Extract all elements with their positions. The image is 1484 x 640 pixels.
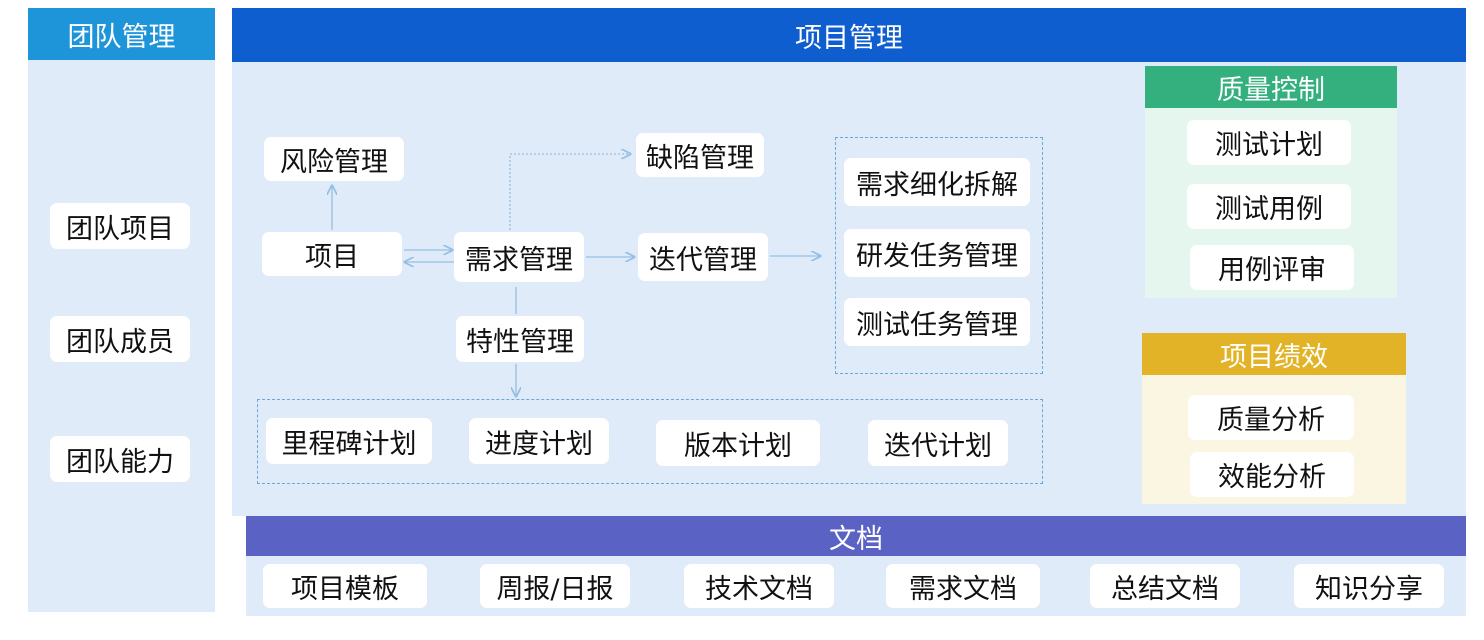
doc-knowledge-sharing[interactable]: 知识分享 bbox=[1294, 564, 1444, 608]
node-defect[interactable]: 缺陷管理 bbox=[636, 133, 764, 177]
plan-version[interactable]: 版本计划 bbox=[656, 420, 820, 466]
team-item-members[interactable]: 团队成员 bbox=[50, 316, 190, 362]
plan-progress[interactable]: 进度计划 bbox=[469, 418, 609, 464]
quality-test-plan[interactable]: 测试计划 bbox=[1187, 120, 1351, 165]
task-requirement-breakdown[interactable]: 需求细化拆解 bbox=[844, 158, 1030, 206]
docs-title: 文档 bbox=[829, 523, 883, 555]
doc-summary[interactable]: 总结文档 bbox=[1090, 564, 1240, 608]
task-dev-management[interactable]: 研发任务管理 bbox=[844, 229, 1030, 277]
arrow-requirement-to-defect bbox=[509, 154, 630, 230]
team-item-capability[interactable]: 团队能力 bbox=[50, 436, 190, 482]
plans-group bbox=[257, 399, 1043, 484]
plan-milestone[interactable]: 里程碑计划 bbox=[266, 418, 432, 464]
performance-quality-analysis[interactable]: 质量分析 bbox=[1188, 395, 1354, 440]
doc-project-template[interactable]: 项目模板 bbox=[263, 564, 427, 608]
quality-test-cases[interactable]: 测试用例 bbox=[1187, 184, 1351, 229]
doc-technical[interactable]: 技术文档 bbox=[684, 564, 834, 608]
doc-requirement[interactable]: 需求文档 bbox=[886, 564, 1040, 608]
node-requirement[interactable]: 需求管理 bbox=[454, 232, 584, 282]
plan-iteration[interactable]: 迭代计划 bbox=[868, 420, 1008, 466]
quality-header: 质量控制 bbox=[1145, 66, 1397, 108]
team-header: 团队管理 bbox=[28, 8, 215, 60]
docs-panel bbox=[246, 556, 1466, 616]
task-test-management[interactable]: 测试任务管理 bbox=[844, 298, 1030, 346]
project-header: 项目管理 bbox=[232, 8, 1466, 62]
node-feature[interactable]: 特性管理 bbox=[456, 316, 584, 362]
performance-title: 项目绩效 bbox=[1220, 341, 1328, 373]
performance-header: 项目绩效 bbox=[1142, 333, 1406, 375]
team-item-projects[interactable]: 团队项目 bbox=[50, 203, 190, 249]
node-iteration[interactable]: 迭代管理 bbox=[638, 233, 768, 281]
performance-efficiency-analysis[interactable]: 效能分析 bbox=[1190, 452, 1354, 497]
doc-weekly-daily-report[interactable]: 周报/日报 bbox=[480, 564, 630, 608]
project-title: 项目管理 bbox=[795, 22, 903, 54]
quality-title: 质量控制 bbox=[1217, 74, 1325, 106]
iteration-task-group bbox=[835, 137, 1043, 374]
docs-header: 文档 bbox=[246, 516, 1466, 556]
node-project[interactable]: 项目 bbox=[262, 232, 402, 276]
quality-case-review[interactable]: 用例评审 bbox=[1190, 245, 1354, 290]
team-title: 团队管理 bbox=[67, 21, 176, 53]
node-risk[interactable]: 风险管理 bbox=[264, 137, 404, 181]
